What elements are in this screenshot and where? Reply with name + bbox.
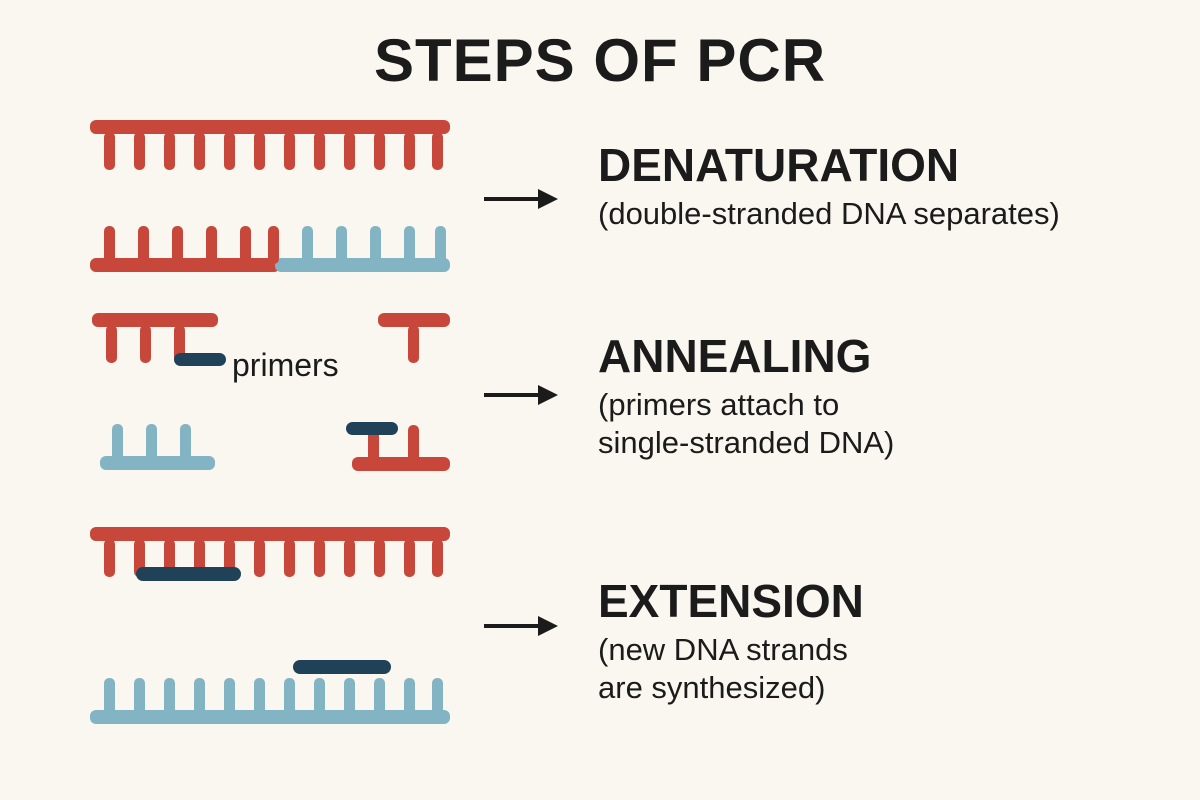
annealing-lower-left-fragment xyxy=(100,420,220,476)
strand-tooth xyxy=(224,132,235,170)
strand-tooth xyxy=(224,539,235,577)
primer-bar xyxy=(293,660,391,674)
strand-tooth xyxy=(268,226,279,264)
strand-tooth xyxy=(314,132,325,170)
strand-tooth xyxy=(194,132,205,170)
strand-tooth xyxy=(302,226,313,264)
strand-tooth xyxy=(138,226,149,264)
strand-tooth xyxy=(146,424,157,462)
arrow-extension-icon xyxy=(484,616,558,636)
step-heading-denaturation: DENATURATION xyxy=(598,139,960,191)
step-heading-annealing: ANNEALING xyxy=(598,330,872,382)
strand-tooth xyxy=(408,325,419,363)
strand-backbone xyxy=(378,313,450,327)
strand-tooth xyxy=(140,325,151,363)
strand-tooth xyxy=(314,678,325,716)
strand-tooth xyxy=(435,226,446,264)
strand-tooth xyxy=(240,226,251,264)
strand-tooth xyxy=(224,678,235,716)
strand-tooth xyxy=(104,539,115,577)
strand-tooth xyxy=(314,539,325,577)
strand-tooth xyxy=(172,226,183,264)
strand-tooth xyxy=(104,226,115,264)
annealing-upper-right-fragment xyxy=(378,313,452,373)
strand-backbone xyxy=(90,120,450,134)
strand-tooth xyxy=(284,539,295,577)
strand-tooth xyxy=(174,325,185,363)
step-subtitle-annealing-line2: single-stranded DNA) xyxy=(598,425,895,461)
denaturation-bottom-strand xyxy=(90,222,450,280)
strand-tooth xyxy=(104,132,115,170)
primer-bar xyxy=(136,567,241,581)
strand-tooth xyxy=(344,539,355,577)
strand-backbone xyxy=(90,710,450,724)
step-subtitle-denaturation-line1: (double-stranded DNA separates) xyxy=(598,196,1060,231)
strand-tooth xyxy=(404,539,415,577)
strand-tooth xyxy=(254,678,265,716)
strand-tooth xyxy=(134,132,145,170)
primers-label: primers xyxy=(232,347,339,383)
strand-tooth xyxy=(404,132,415,170)
strand-tooth xyxy=(164,132,175,170)
strand-tooth xyxy=(206,226,217,264)
primer-bar xyxy=(174,353,226,366)
strand-tooth xyxy=(344,132,355,170)
strand-tooth xyxy=(284,132,295,170)
step-subtitle-extension-line1: (new DNA strands xyxy=(598,632,848,667)
strand-tooth xyxy=(432,678,443,716)
strand-tooth xyxy=(284,678,295,716)
step-extension-text: EXTENSION (new DNA strands are synthesiz… xyxy=(598,578,864,708)
strand-tooth xyxy=(432,132,443,170)
strand-tooth xyxy=(112,424,123,462)
annealing-upper-left-fragment xyxy=(92,313,226,383)
arrow-annealing-icon xyxy=(484,385,558,405)
strand-tooth xyxy=(194,539,205,577)
strand-tooth xyxy=(370,226,381,264)
strand-backbone xyxy=(352,457,450,471)
strand-tooth xyxy=(134,678,145,716)
step-subtitle-extension-line2: are synthesized) xyxy=(598,670,826,706)
strand-tooth xyxy=(404,226,415,264)
arrow-denaturation-icon xyxy=(484,189,558,209)
strand-tooth xyxy=(374,132,385,170)
strand-tooth xyxy=(180,424,191,462)
strand-tooth xyxy=(408,425,419,463)
step-denaturation-text: DENATURATION (double-stranded DNA separa… xyxy=(598,142,1060,233)
step-subtitle-annealing-line1: (primers attach to xyxy=(598,387,840,422)
denaturation-top-strand xyxy=(90,120,450,180)
strand-tooth xyxy=(344,678,355,716)
strand-backbone-red xyxy=(90,258,280,272)
strand-tooth xyxy=(368,425,379,463)
strand-tooth xyxy=(134,539,145,577)
strand-tooth xyxy=(254,539,265,577)
strand-tooth xyxy=(194,678,205,716)
extension-bottom-strand xyxy=(90,655,452,731)
strand-tooth xyxy=(374,678,385,716)
strand-tooth xyxy=(374,539,385,577)
strand-backbone xyxy=(90,527,450,541)
strand-tooth xyxy=(164,539,175,577)
strand-tooth xyxy=(336,226,347,264)
extension-top-strand xyxy=(90,527,452,597)
step-annealing-text: ANNEALING (primers attach to single-stra… xyxy=(598,333,894,463)
strand-tooth xyxy=(254,132,265,170)
strand-tooth xyxy=(432,539,443,577)
strand-tooth xyxy=(106,325,117,363)
page-title: STEPS OF PCR xyxy=(373,27,827,94)
strand-tooth xyxy=(104,678,115,716)
strand-tooth xyxy=(404,678,415,716)
annealing-lower-right-fragment xyxy=(346,415,457,477)
primer-bar xyxy=(346,422,398,435)
strand-backbone xyxy=(92,313,218,327)
step-heading-extension: EXTENSION xyxy=(598,575,864,627)
strand-tooth xyxy=(164,678,175,716)
